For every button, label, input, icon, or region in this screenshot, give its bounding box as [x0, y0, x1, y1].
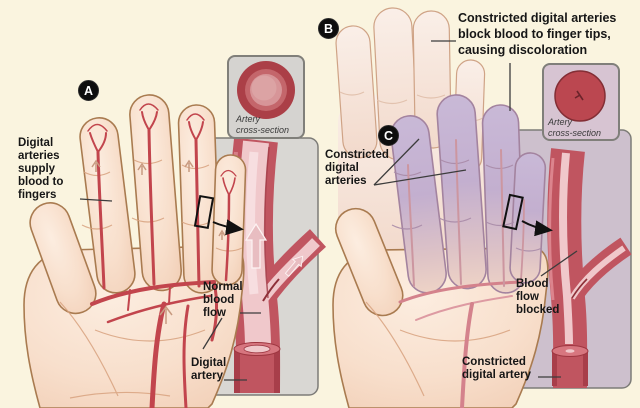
badge-a: A	[78, 80, 99, 101]
label-line: blood	[203, 294, 235, 306]
label-line: causing discoloration	[458, 43, 588, 57]
label-line: arteries	[18, 150, 60, 162]
label-line: digital	[325, 162, 359, 174]
label-line: Constricted	[325, 149, 389, 161]
finger-flow-arrows	[91, 159, 226, 324]
normal-blood-flow-label: Normal blood flow	[203, 281, 255, 320]
magnifier-arrows	[212, 219, 553, 237]
zoom-rectangle-left	[193, 194, 215, 230]
label-line: cross-section	[548, 127, 602, 138]
label-line: Digital	[191, 357, 227, 369]
blood-flow-blocked-label: Blood flow blocked	[516, 278, 578, 317]
label-line: blocked	[516, 304, 560, 316]
normal-inset-caption: Artery cross-section	[236, 114, 302, 135]
label-line: Artery	[236, 114, 261, 124]
constricted-digital-arteries-label: Constricted digital arteries	[325, 149, 407, 188]
badge-c: C	[378, 125, 399, 146]
label-line: digital artery	[462, 369, 532, 381]
normal-cross-section-inset	[227, 55, 305, 139]
callout-lines	[79, 40, 578, 381]
label-line: Blood	[516, 278, 549, 290]
label-line: cross-section	[236, 124, 290, 135]
constricted-arteries-header-label: Constricted digital arteries block blood…	[458, 10, 640, 58]
label-line: Normal	[203, 281, 243, 293]
label-line: Constricted	[462, 356, 526, 368]
label-line: fingers	[18, 189, 57, 201]
label-line: artery	[191, 370, 223, 382]
badge-b: B	[318, 18, 339, 39]
digital-arteries-supply-label: Digital arteries supply blood to fingers	[18, 137, 84, 202]
label-line: Constricted digital arteries	[458, 11, 617, 25]
normal-flow-arrow	[244, 222, 304, 277]
label-line: blood to	[18, 176, 64, 188]
label-line: Digital	[18, 137, 54, 149]
constricted-cross-section-inset	[542, 63, 620, 141]
label-line: supply	[18, 163, 56, 175]
label-line: flow	[516, 291, 539, 303]
label-line: Artery	[548, 117, 573, 127]
constricted-digital-artery-label: Constricted digital artery	[462, 356, 576, 382]
constricted-inset-caption: Artery cross-section	[548, 117, 614, 138]
label-line: flow	[203, 307, 226, 319]
normal-hand-a	[23, 94, 247, 408]
label-line: arteries	[325, 175, 367, 187]
label-line: block blood to finger tips,	[458, 27, 611, 41]
discolored-hand-c	[332, 94, 549, 408]
zoom-rectangle-right	[502, 193, 524, 231]
digital-artery-label: Digital artery	[191, 357, 243, 383]
